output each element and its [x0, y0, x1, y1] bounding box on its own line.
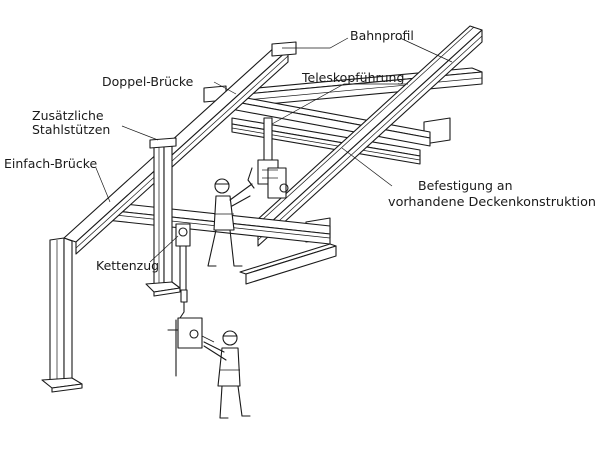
label-einfach-bruecke: Einfach-Brücke	[4, 156, 98, 171]
label-teleskopfuehrung: Teleskopführung	[301, 70, 404, 85]
label-befestigung-2: vorhandene Deckenkonstruktion	[388, 194, 596, 209]
worker-lower	[203, 330, 251, 419]
lower-front-rail	[239, 243, 337, 285]
runway-rail-front	[245, 25, 483, 247]
label-befestigung-1: Befestigung an	[418, 178, 513, 193]
chain-hoist	[167, 223, 215, 377]
label-stahlstuetzen: Stahlstützen	[32, 122, 110, 137]
steel-column-left	[41, 237, 83, 393]
label-zusaetzliche: Zusätzliche	[32, 108, 104, 123]
label-bahnprofil: Bahnprofil	[350, 28, 414, 43]
labels: Bahnprofil Doppel-Brücke Teleskopführung…	[4, 28, 596, 273]
leader-lines	[95, 37, 453, 263]
label-doppel-bruecke: Doppel-Brücke	[102, 74, 194, 89]
label-kettenzug: Kettenzug	[96, 258, 159, 273]
telescopic-guide	[247, 117, 289, 199]
worker-upper	[207, 178, 253, 267]
